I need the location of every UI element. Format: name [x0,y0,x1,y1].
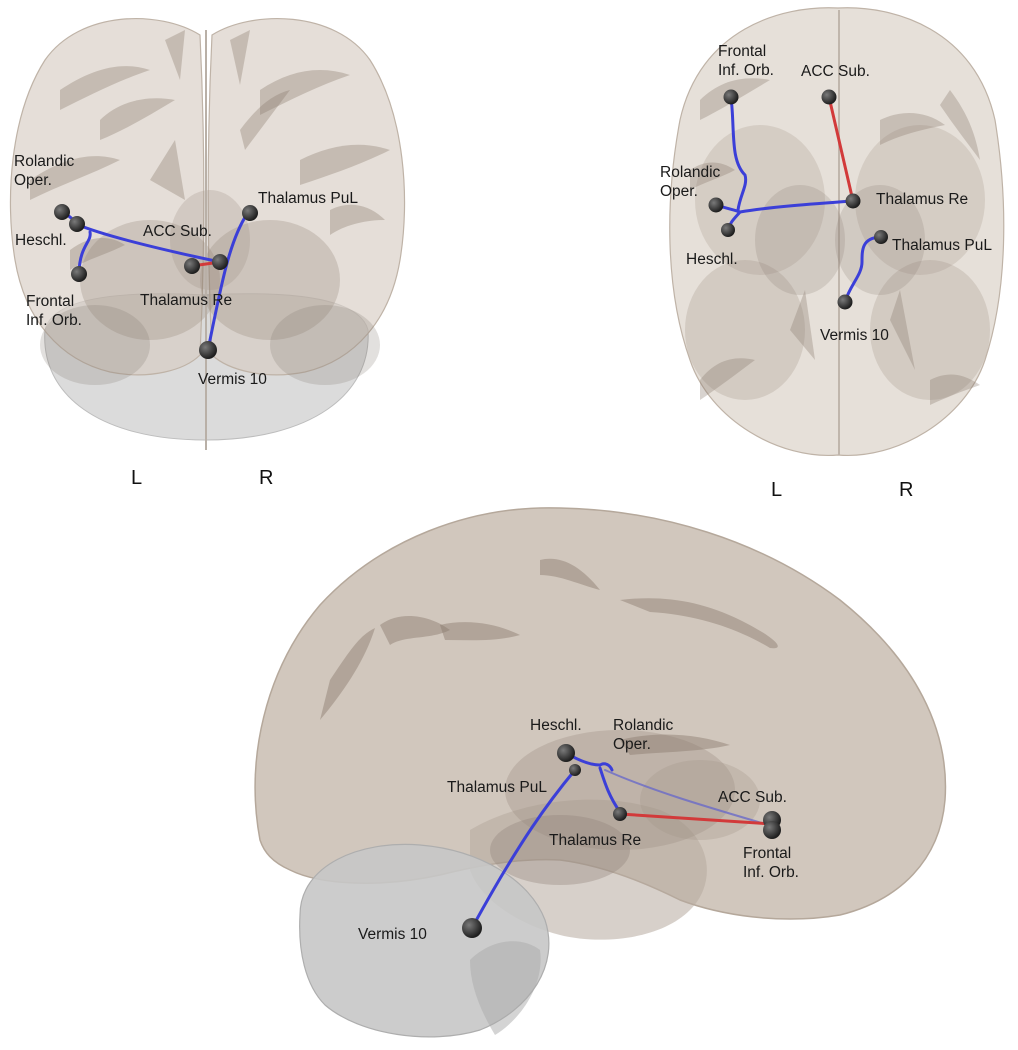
coronal-nodes [54,204,258,359]
node-thalamus-re [845,193,861,209]
node-vermis [837,294,853,310]
node-thalamus-re [212,254,228,270]
edge-rolandic-thalamus-re [738,199,855,214]
label-vermis: Vermis 10 [820,327,889,344]
node-vermis [462,918,482,938]
label-acc: ACC Sub. [718,789,787,806]
node-thalamus-re [613,807,627,821]
edge-acc-thalamus-re [827,95,855,203]
node-acc [184,258,200,274]
coronal-right-marker: R [259,467,273,489]
edge-heschl-rolandic [564,751,614,772]
node-frontal [71,266,87,282]
axial-left-marker: L [771,479,782,501]
node-acc [821,89,837,105]
label-thalamus-re: Thalamus Re [140,292,232,309]
node-heschl [69,216,85,232]
edge-thalamus-pul-vermis [470,768,577,930]
label-thalamus-pul: Thalamus PuL [892,237,992,254]
label-thalamus-re: Thalamus Re [549,832,641,849]
label-heschl: Heschl. [530,717,582,734]
label-vermis: Vermis 10 [198,371,267,388]
edge-frontal-rolandic [729,95,748,212]
label-acc: ACC Sub. [801,63,870,80]
axial-right-marker: R [899,479,913,501]
label-thalamus-pul: Thalamus PuL [258,190,358,207]
sagittal-nodes [462,744,781,938]
axial-nodes [708,89,888,310]
label-heschl: Heschl. [686,251,738,268]
label-thalamus-pul: Thalamus PuL [447,779,547,796]
edge-acc-thalamus-re [618,812,774,826]
coronal-brain-surface [9,18,406,450]
edge-thalamus-pul-vermis [843,235,882,304]
node-rolandic [54,204,70,220]
label-heschl: Heschl. [15,232,67,249]
edge-heschl-frontal [77,230,92,274]
node-heschl [721,223,735,237]
label-thalamus-re: Thalamus Re [876,191,968,208]
node-thalamus-pul [874,230,888,244]
node-thalamus-pul [569,764,581,776]
label-acc: ACC Sub. [143,223,212,240]
node-frontal [723,89,739,105]
node-thalamus-pul [242,205,258,221]
axial-brain-surface [669,7,1005,457]
node-heschl [557,744,575,762]
coronal-left-marker: L [131,467,142,489]
node-vermis [199,341,217,359]
node-frontal [763,821,781,839]
label-vermis: Vermis 10 [358,926,427,943]
edge-rolandic-frontal [604,769,773,827]
node-rolandic [708,197,724,213]
